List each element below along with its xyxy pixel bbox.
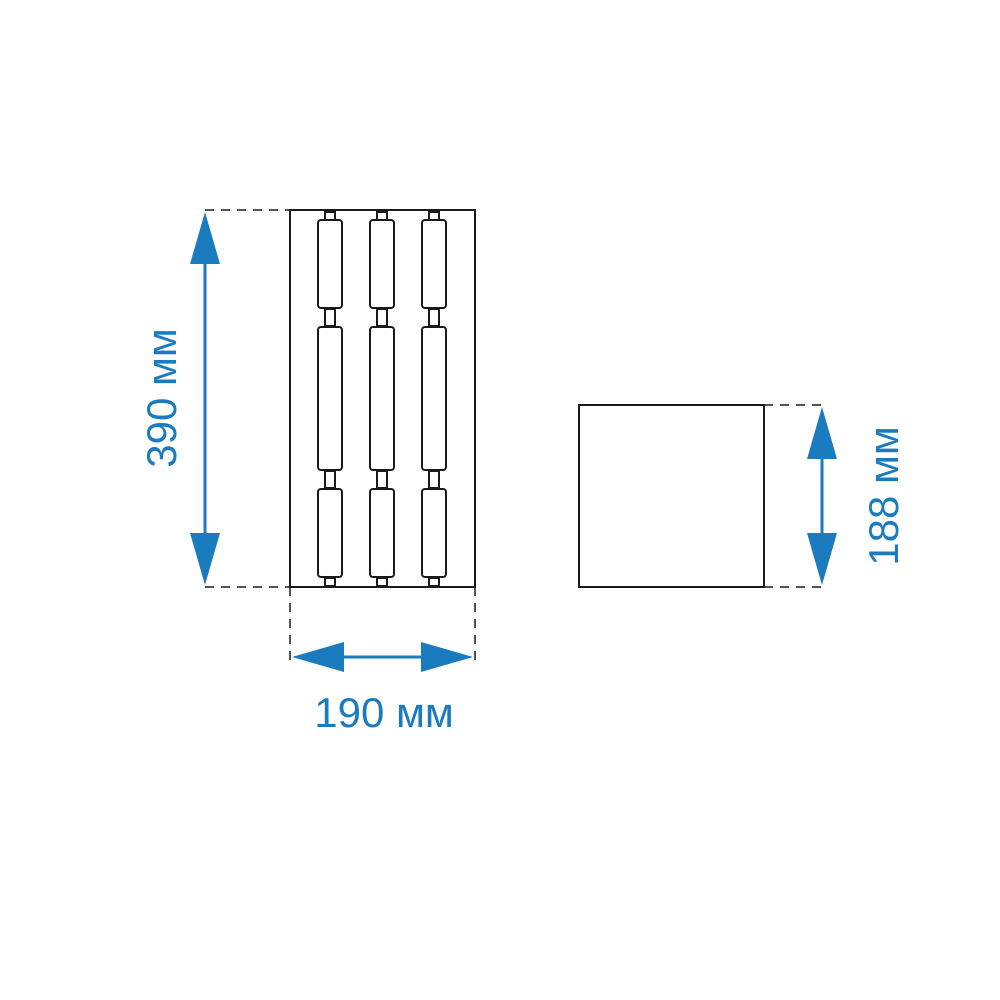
width-arrow-right <box>421 642 473 672</box>
depth-label: 188 мм <box>860 426 907 566</box>
hollow-column-3 <box>421 210 447 587</box>
hollow-column-2 <box>369 210 395 587</box>
block-side-view <box>578 404 765 588</box>
depth-dimension <box>807 407 837 585</box>
depth-arrow-top <box>807 407 837 459</box>
height-arrow-top <box>190 212 220 264</box>
width-arrow-left <box>292 642 344 672</box>
depth-arrow-bottom <box>807 533 837 585</box>
hollow-column-1 <box>317 210 343 587</box>
height-arrow-bottom <box>190 533 220 585</box>
width-dimension <box>292 642 473 672</box>
width-label: 190 мм <box>314 689 454 736</box>
height-label: 390 мм <box>138 328 185 468</box>
height-dimension <box>190 212 220 585</box>
extension-lines <box>205 209 822 660</box>
block-front-view <box>289 209 476 588</box>
